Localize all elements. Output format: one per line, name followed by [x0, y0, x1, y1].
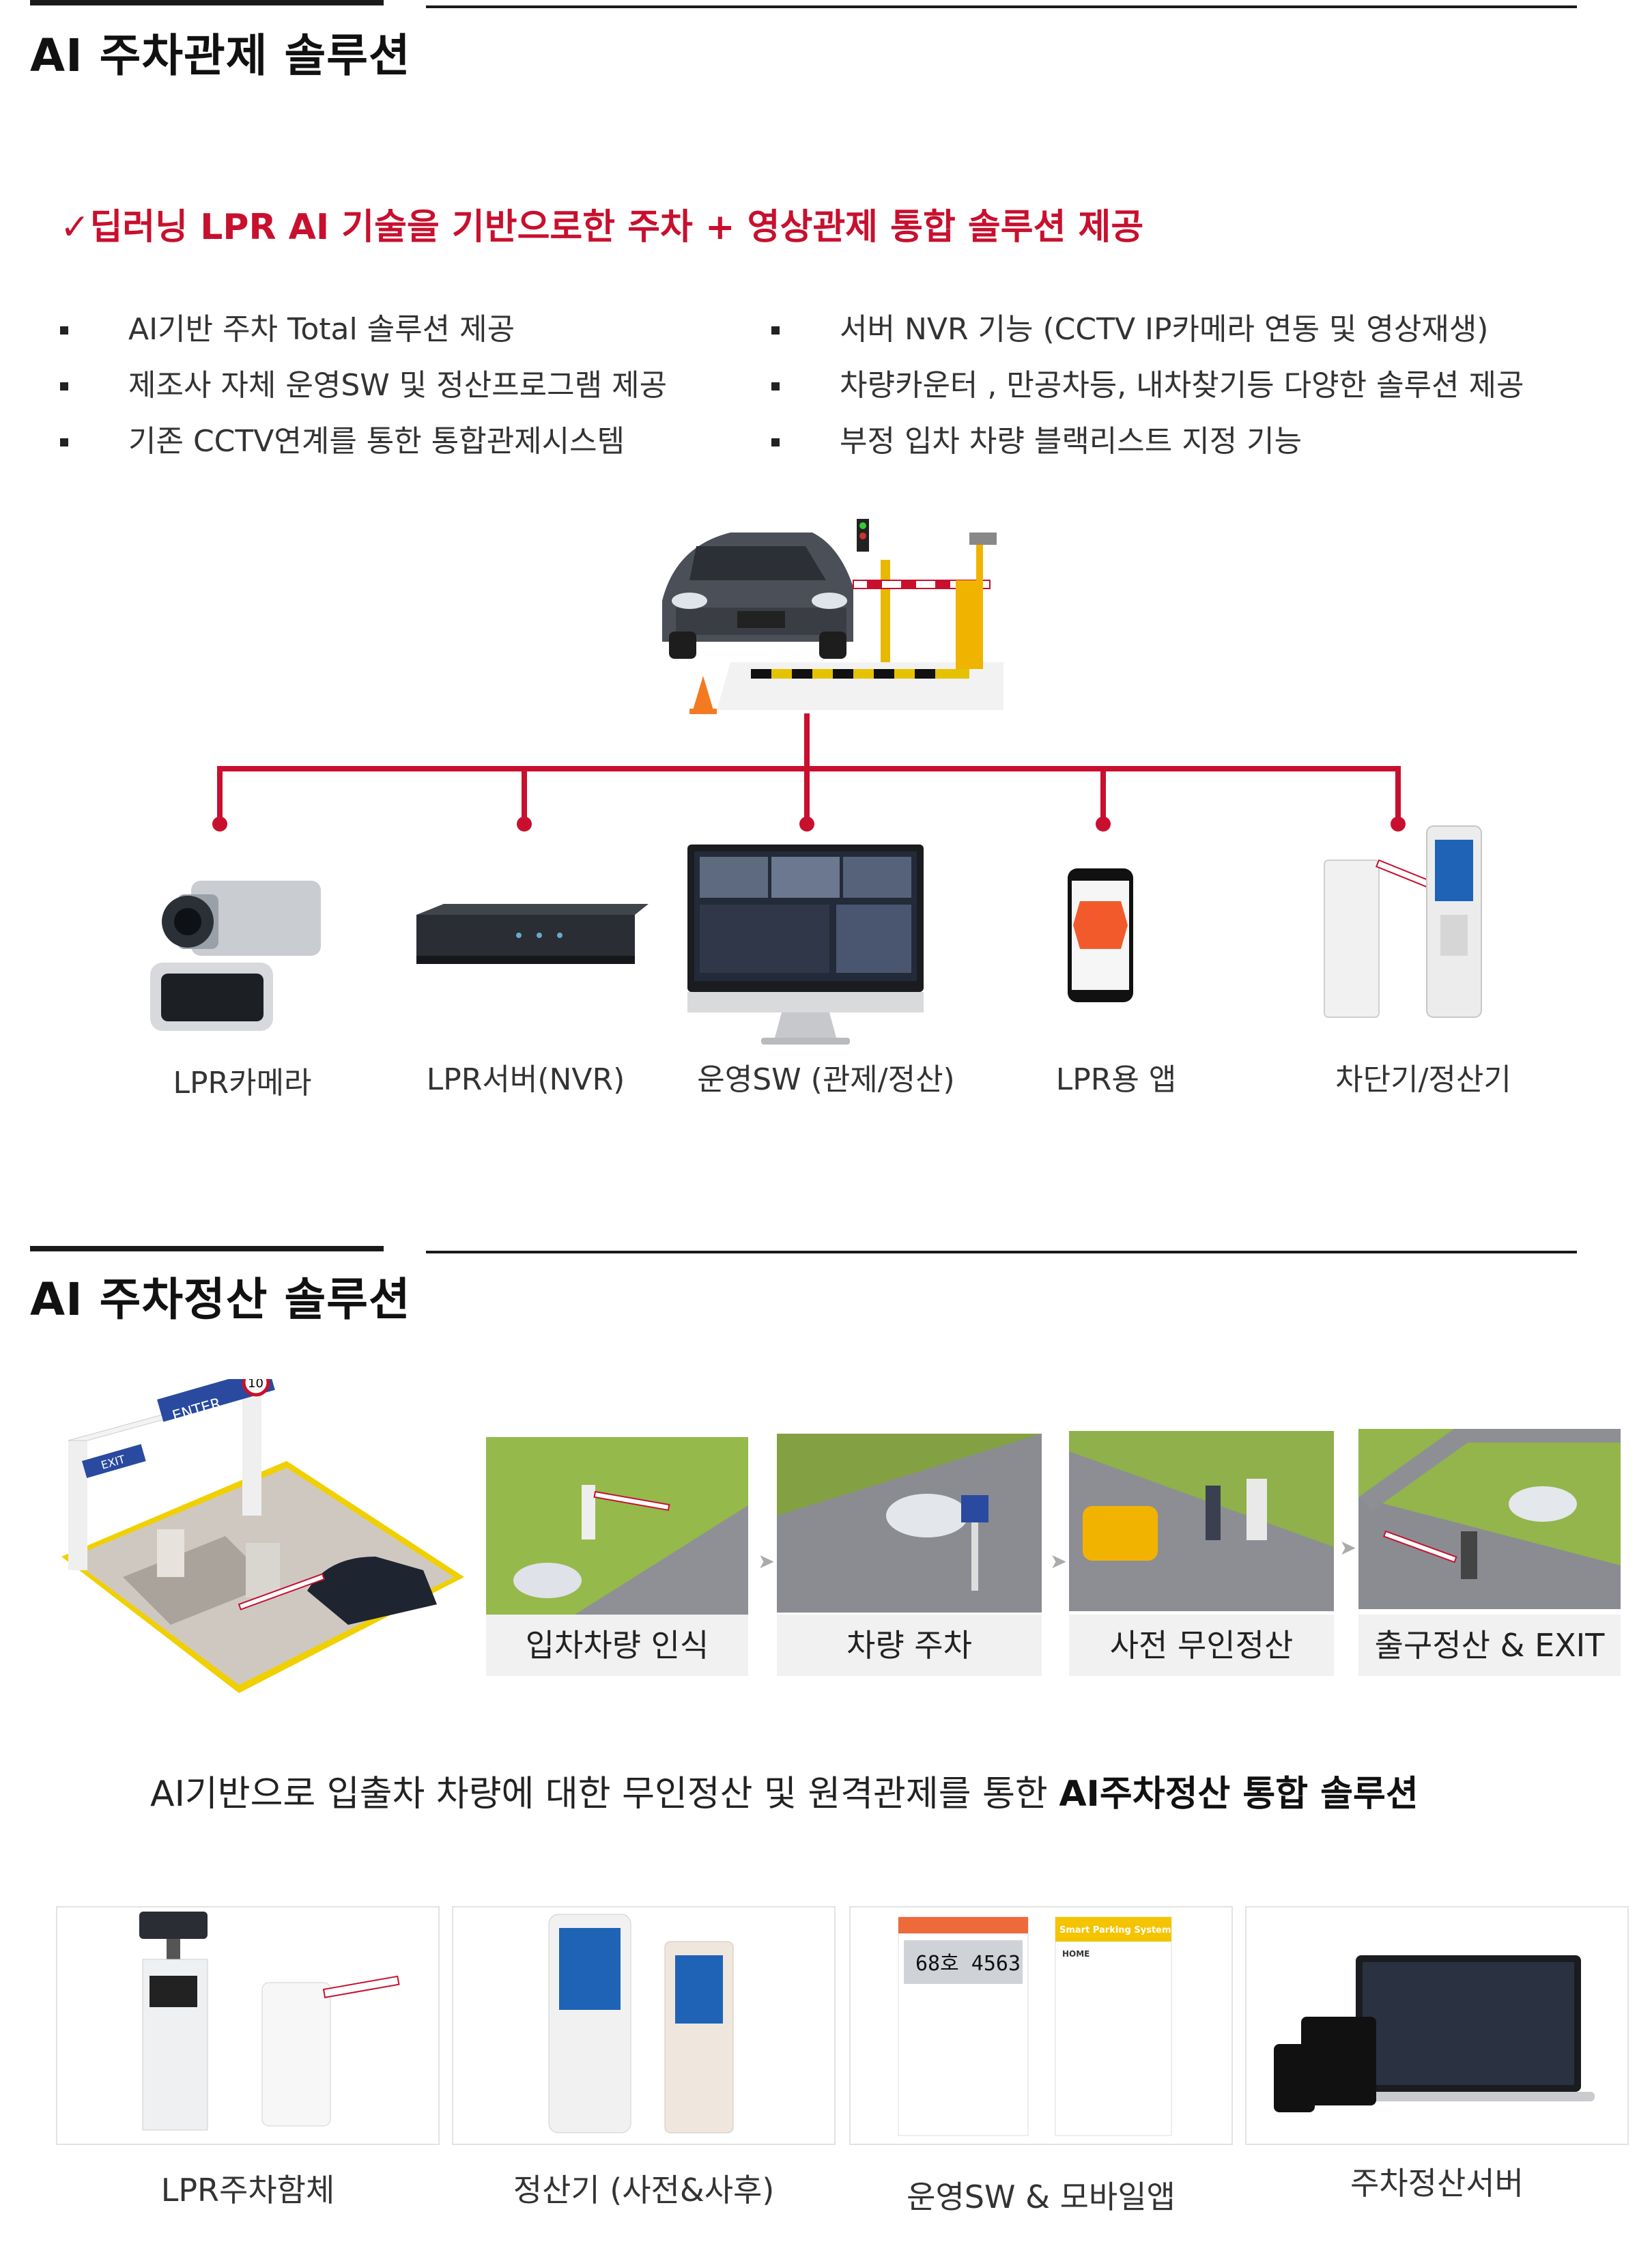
product-label: LPR주차함체: [160, 2172, 335, 2209]
lpr-camera-icon: [150, 881, 321, 1031]
step-scene: [1358, 1429, 1621, 1609]
tree-drop-line: [522, 766, 527, 822]
parking-server-icon: [1274, 1955, 1595, 2112]
tree-node-dot: [212, 817, 227, 832]
step-park-illustration: [777, 1434, 1042, 1613]
app-title-text: Smart Parking System: [1059, 1925, 1171, 1935]
feature-list-right: 서버 NVR 기능 (CCTV IP카메라 연동 및 영상재생) 차량카운터 ,…: [771, 302, 1524, 470]
step-scene: [486, 1437, 748, 1615]
bullet-icon: [60, 382, 68, 391]
component-label: LPR서버(NVR): [426, 1062, 625, 1097]
bullet-icon: [771, 438, 780, 446]
arrow-right-icon: ➤: [1339, 1536, 1357, 1560]
step-exit-illustration: [1358, 1429, 1621, 1609]
step-entry-illustration: [486, 1437, 748, 1615]
section-header-bar: [30, 0, 384, 5]
tree-node-dot: [799, 817, 814, 832]
component-label: 운영SW (관제/정산): [697, 1062, 955, 1097]
mobile-app-screens-icon: 68호 4563 Smart Parking System HOME: [898, 1916, 1172, 2136]
bullet-icon: [60, 438, 68, 446]
feature-list-left: AI기반 주차 Total 솔루션 제공 제조사 자체 운영SW 및 정산프로그…: [60, 302, 667, 470]
step-label: 입차차량 인식: [486, 1615, 748, 1676]
tree-drop-line: [1100, 766, 1106, 822]
app-home-text: HOME: [1062, 1949, 1090, 1959]
lpr-kiosk-icon: [139, 1912, 400, 2131]
feature-item: 차량카운터 , 만공차등, 내차찾기등 다양한 솔루션 제공: [771, 358, 1524, 414]
solution-tagline: AI기반으로 입출차 차량에 대한 무인정산 및 원격관제를 통한 AI주차정산…: [150, 1774, 1419, 1815]
arrow-right-icon: ➤: [1050, 1550, 1068, 1574]
tree-node-dot: [1096, 817, 1111, 832]
step-scene: [777, 1434, 1042, 1613]
feature-item: AI기반 주차 Total 솔루션 제공: [60, 302, 667, 358]
product-label: 정산기 (사전&사후): [513, 2172, 775, 2209]
component-label: 차단기/정산기: [1335, 1062, 1511, 1097]
component-label: LPR카메라: [173, 1066, 312, 1101]
tree-drop-line: [1395, 766, 1401, 822]
parking-gate-illustration: ENTER EXIT 10: [61, 1379, 464, 1693]
barrier-kiosk-icon: [1324, 825, 1482, 1018]
section-header-line: [426, 1251, 1577, 1253]
payment-kiosk-icon: [548, 1914, 734, 2133]
feature-item: 서버 NVR 기능 (CCTV IP카메라 연동 및 영상재생): [771, 302, 1524, 358]
section-subtitle: ✓딥러닝 LPR AI 기술을 기반으로한 주차 + 영상관제 통합 솔루션 제…: [60, 207, 1144, 248]
section-title: AI 주차관제 솔루션: [30, 29, 411, 82]
tree-node-dot: [1391, 817, 1406, 832]
tree-drop-line: [804, 766, 810, 822]
step-prepay-illustration: [1069, 1431, 1334, 1611]
monitor-icon: [687, 845, 924, 1045]
nvr-server-icon: [416, 904, 649, 964]
arrow-right-icon: ➤: [758, 1550, 775, 1574]
bullet-icon: [60, 326, 68, 335]
component-label: LPR용 앱: [1055, 1062, 1177, 1097]
product-label: 주차정산서버: [1350, 2165, 1524, 2202]
step-label: 출구정산 & EXIT: [1358, 1615, 1621, 1676]
car-barrier-illustration: [662, 519, 1003, 714]
smartphone-icon: [1068, 868, 1133, 1002]
step-label: 차량 주차: [777, 1615, 1042, 1676]
product-card: [1245, 1906, 1629, 2145]
speed-sign: 10: [248, 1379, 264, 1391]
feature-item: 기존 CCTV연계를 통한 통합관제시스템: [60, 414, 667, 470]
section-title: AI 주차정산 솔루션: [30, 1273, 411, 1326]
section-header-line: [426, 5, 1577, 8]
bullet-icon: [771, 382, 780, 391]
product-card: [56, 1906, 440, 2145]
plate-number-text: 68호 4563: [915, 1952, 1021, 1976]
step-label: 사전 무인정산: [1069, 1615, 1334, 1676]
tree-node-dot: [517, 817, 532, 832]
product-card: 68호 4563 Smart Parking System HOME: [849, 1906, 1233, 2145]
step-scene: [1069, 1431, 1334, 1611]
feature-item: 부정 입차 차량 블랙리스트 지정 기능: [771, 414, 1524, 470]
bullet-icon: [771, 326, 780, 335]
tree-drop-line: [217, 766, 223, 822]
section-header-bar: [30, 1246, 384, 1251]
product-card: [452, 1906, 836, 2145]
product-label: 운영SW & 모바일앱: [907, 2179, 1176, 2215]
feature-item: 제조사 자체 운영SW 및 정산프로그램 제공: [60, 358, 667, 414]
